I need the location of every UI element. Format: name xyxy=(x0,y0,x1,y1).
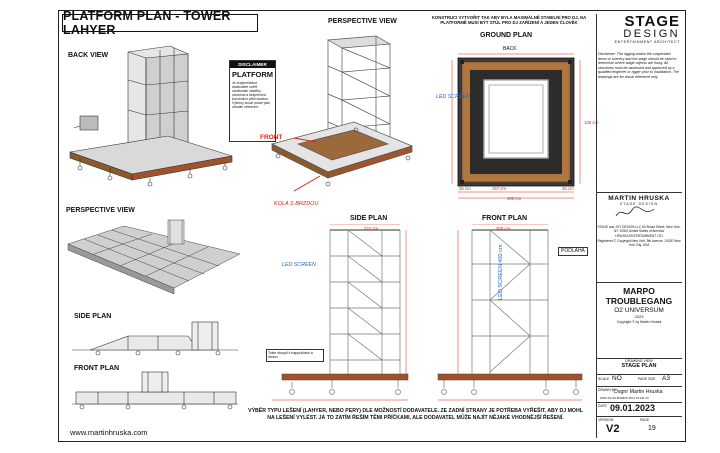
led-screen-front-label: LED SCREEN 400 cm xyxy=(498,244,504,300)
designer-name: MARTIN HRUSKA xyxy=(608,195,670,202)
brand-sub: DESIGN xyxy=(623,28,680,40)
perspective-view-label: PERSPECTIVE VIEW xyxy=(66,207,135,214)
drawn-by-value: Dsgnr Martin Hruska xyxy=(614,389,663,395)
drawing-view-value: STAGE PLAN xyxy=(621,363,657,369)
brand-logo: STAGE DESIGN ENTERTAINMENT ARCHITECT xyxy=(598,14,680,44)
drawing-frame xyxy=(58,10,686,442)
dim-edge-right: 25 cm xyxy=(562,186,574,191)
page-title: PLATFORM PLAN - TOWER LAHYER xyxy=(62,9,258,37)
dim-width: 157 cm xyxy=(492,186,507,191)
led-screen-side-label: LED SCREEN xyxy=(282,262,316,268)
perspective-tower-drawing xyxy=(271,35,414,192)
designer-sub: STAGE DESIGN xyxy=(620,202,658,206)
page-caption: PAGE xyxy=(640,418,650,422)
dim-edge-left: 25 cm xyxy=(459,186,471,191)
disclaimer-header: DISCLAIMER xyxy=(230,61,275,68)
brand-tag: ENTERTAINMENT ARCHITECT xyxy=(614,40,680,44)
led-screen-ground-label: LED SCREEN xyxy=(436,94,470,100)
version-value: V2 xyxy=(606,423,620,435)
drawing-view-block: DRAWING VIEW STAGE PLAN xyxy=(596,358,682,371)
side-plan-center-drawing xyxy=(272,224,409,401)
website-url[interactable]: www.martinhruska.com xyxy=(70,428,148,437)
date-row: DATE 09.01.2023 xyxy=(596,402,682,414)
side-plan-center-label: SIDE PLAN xyxy=(350,215,388,222)
front-plan-label: FRONT PLAN xyxy=(74,365,120,372)
disclaimer-heading: PLATFORM xyxy=(231,70,274,79)
side-plan-drawing xyxy=(72,321,238,356)
title-block xyxy=(596,14,682,438)
page-number: 19 xyxy=(648,425,656,432)
signature xyxy=(615,206,655,217)
kola-label: KOLA S BRZDOU xyxy=(274,201,319,207)
drawn-by-row: DRAWN BY Dsgnr Martin Hruska 2023-01-09 … xyxy=(596,386,682,400)
project-venue: O2 UNIVERSUM xyxy=(614,307,664,314)
bottom-note: VÝBĚR TYPU LEŠENÍ (LAHYER, NEBO PERY) DL… xyxy=(248,408,583,421)
front-label: FRONT xyxy=(260,134,283,141)
page-size-caption: PAGE SIZE xyxy=(638,377,656,381)
date-caption: DATE xyxy=(598,404,607,408)
file-name: 2023-01-09 MARPO DOJ PLAN V2 xyxy=(600,396,649,400)
dim-depth: 135 cm xyxy=(584,120,599,125)
version-row: VERSION V2 PAGE 19 xyxy=(596,416,682,438)
drawn-by-caption: DRAWN BY xyxy=(598,388,617,392)
ground-plan-label: GROUND PLAN xyxy=(480,32,533,39)
scale-row: SCALE NO PAGE SIZE A3 xyxy=(596,374,682,384)
brand-name: STAGE xyxy=(624,13,680,30)
stairs-note: Tráte stoupli k nappuklami a stolou xyxy=(266,349,324,362)
dim-side-top: 222 cm xyxy=(364,226,379,231)
date-value: 09.01.2023 xyxy=(610,403,656,413)
designer-address: STAGE and JOY DESIGN LLC 60 Broad Street… xyxy=(597,225,681,233)
disclaimer-box: DISCLAIMER PLATFORM Je zodpovědnost doda… xyxy=(229,60,276,142)
dim-front-top: 200 cm xyxy=(496,226,511,231)
brand-disclaimer: Disclaimer: The rigging and/or the suspe… xyxy=(598,52,680,79)
designer-reg: Registered © Copyright New York, 5th Ave… xyxy=(597,239,681,247)
side-plan-label: SIDE PLAN xyxy=(74,313,112,320)
scale-caption: SCALE xyxy=(598,377,610,381)
dim-total: 400 cm xyxy=(507,196,522,201)
front-plan-drawing xyxy=(72,371,238,410)
project-name: MARPO TROUBLEGANG xyxy=(605,286,673,306)
top-note: KONSTRUCI VYTVOŘIT TAK ABY BYLA MAXIMÁLN… xyxy=(431,15,587,25)
project-copyright: Copyright © by Martin Hruska xyxy=(616,320,662,324)
scale-value: NO xyxy=(612,375,622,382)
front-plan-center-drawing xyxy=(437,224,583,401)
back-label: BACK xyxy=(503,46,517,52)
back-view-label: BACK VIEW xyxy=(68,52,109,59)
version-caption: VERSION xyxy=(598,418,614,422)
page-size-value: A3 xyxy=(662,375,670,382)
project-block: MARPO TROUBLEGANG O2 UNIVERSUM 2023 Copy… xyxy=(596,282,682,324)
perspective-center-label: PERSPECTIVE VIEW xyxy=(328,18,397,25)
drawing-view-caption: DRAWING VIEW xyxy=(625,359,653,363)
podlaha-label: PODLAHA xyxy=(558,247,588,256)
back-view-drawing xyxy=(69,45,233,187)
designer-block: MARTIN HRUSKA STAGE DESIGN STAGE and JOY… xyxy=(596,192,682,256)
disclaimer-text: Je zodpovědnost dodavatele ověřit strukt… xyxy=(232,81,271,109)
designer-company: HRUSKA ENTERTAINMENT LTD xyxy=(615,234,663,238)
front-plan-center-label: FRONT PLAN xyxy=(482,215,528,222)
project-year: 2023 xyxy=(634,314,644,319)
perspective-view-drawing xyxy=(67,219,241,295)
ground-plan-drawing xyxy=(451,53,581,199)
